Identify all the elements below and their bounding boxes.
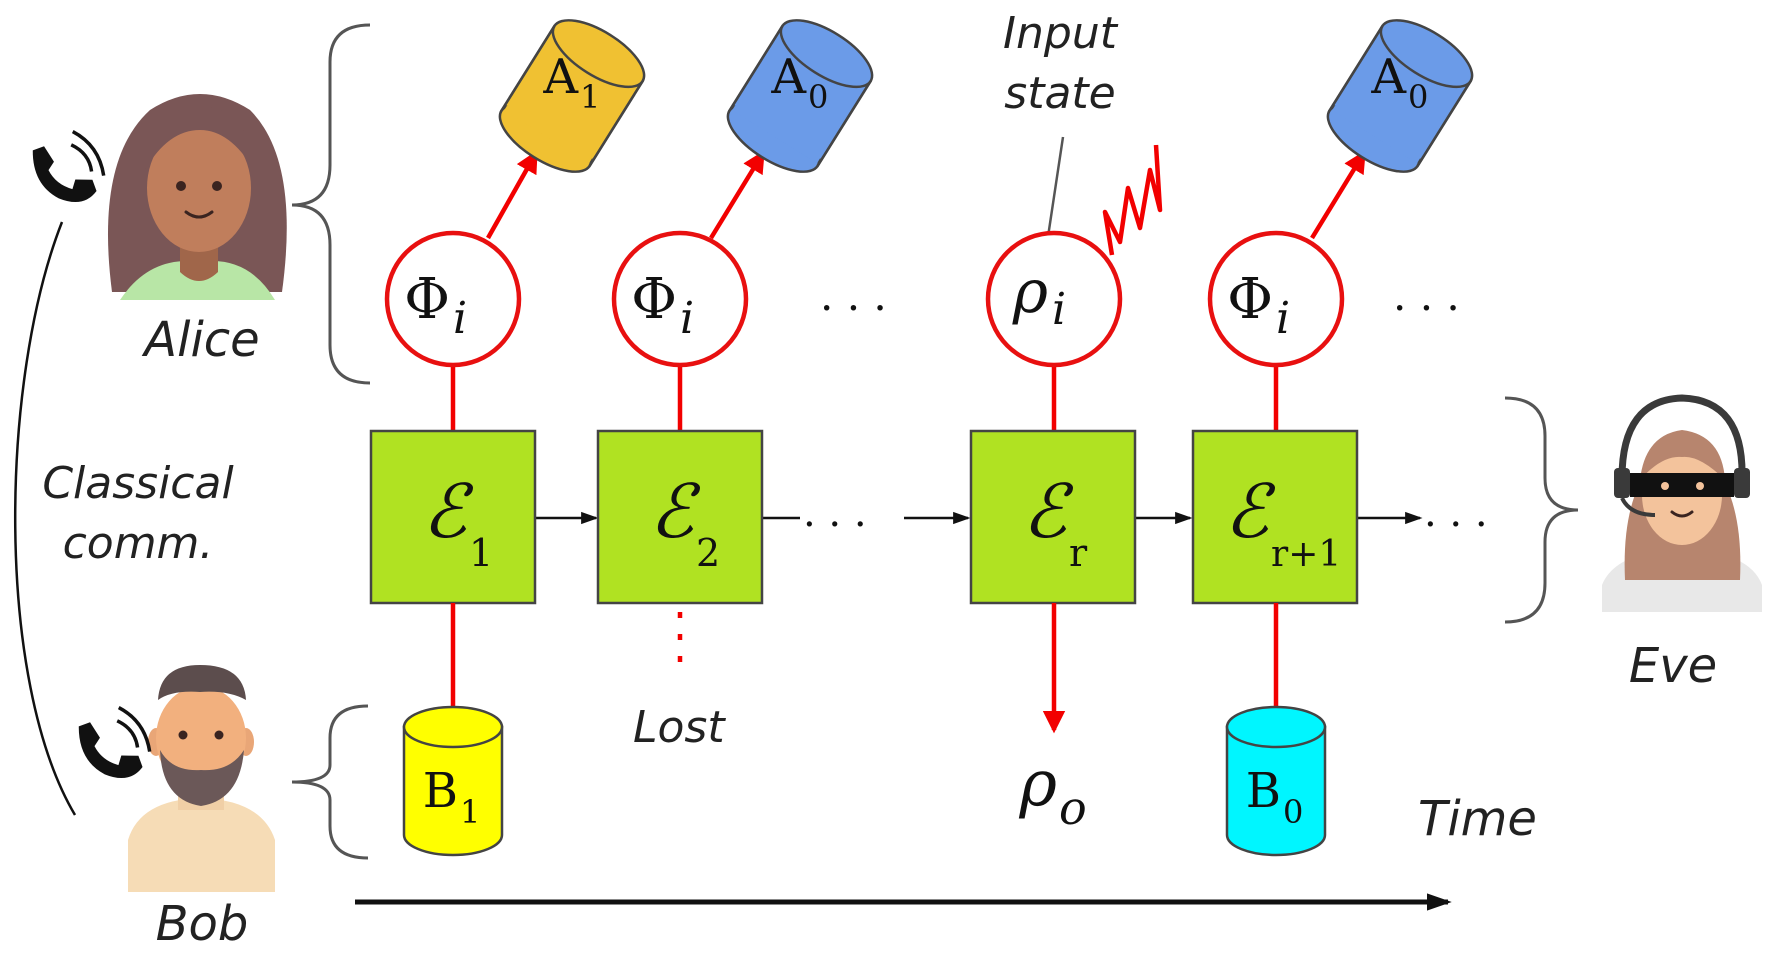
alice-ellipsis-2: . . . [1393, 271, 1460, 320]
svg-text:i: i [1052, 284, 1066, 335]
svg-text:r: r [1069, 531, 1088, 575]
alice-store-2-letter: A [770, 49, 807, 105]
alice-ellipsis-1: . . . [820, 271, 887, 320]
alice-store-3-letter: A [1370, 49, 1407, 105]
channel-box-2: ℰ 2 [596, 429, 764, 605]
svg-text:i: i [680, 293, 694, 344]
alice-brace [291, 23, 371, 385]
alice-store-3 [1326, 19, 1474, 173]
chain-ellipsis-2: . . . [1424, 490, 1488, 536]
svg-text:ℰ: ℰ [1224, 469, 1276, 555]
bob-store-2: B 0 [1225, 705, 1327, 857]
alice-store-1 [498, 19, 646, 173]
svg-text:0: 0 [1283, 793, 1303, 831]
classical-comm-label-1: Classical [42, 458, 234, 509]
classical-comm-label-2: comm. [63, 518, 214, 569]
phone-icon [78, 705, 152, 779]
svg-text:ℰ: ℰ [649, 469, 701, 555]
channel-box-r-plus-1: ℰ r+1 [1191, 429, 1359, 605]
channel-chain: . . . . . . [535, 490, 1488, 536]
channel-box-1: ℰ 1 [369, 429, 537, 605]
lost-label: Lost [633, 702, 726, 753]
alice-store-3-sub: 0 [1408, 78, 1428, 116]
svg-text:ρ: ρ [1018, 747, 1057, 821]
input-state-circle: ρ i [985, 230, 1123, 368]
alice-store-1-letter: A [542, 49, 579, 105]
measurement-circle-1: Φ i [384, 230, 522, 368]
svg-text:2: 2 [696, 531, 720, 575]
bob-store-1: B 1 [402, 705, 504, 857]
input-state-noise [1102, 144, 1163, 256]
alice-store-1-sub: 1 [580, 78, 600, 116]
phone-icon [32, 129, 106, 203]
alice-store-2 [726, 19, 874, 173]
eve-avatar-icon [1602, 394, 1762, 612]
svg-text:ℰ: ℰ [422, 469, 474, 555]
measurement-circle-3: Φ i [1207, 230, 1345, 368]
alice-label: Alice [141, 312, 259, 368]
svg-text:i: i [453, 293, 467, 344]
svg-text:Φ: Φ [404, 267, 450, 332]
input-state-label-1: Input [1003, 8, 1119, 59]
bob-brace [291, 704, 369, 860]
svg-text:ρ: ρ [1012, 257, 1048, 327]
svg-text:B: B [1246, 763, 1281, 819]
chain-ellipsis-1: . . . [803, 490, 867, 536]
svg-text:Φ: Φ [631, 267, 677, 332]
output-state: ρ o [1018, 747, 1086, 835]
svg-text:i: i [1276, 293, 1290, 344]
bob-label: Bob [156, 896, 249, 952]
svg-text:B: B [423, 763, 458, 819]
svg-text:1: 1 [469, 531, 493, 575]
channel-box-r: ℰ r [969, 429, 1137, 605]
classical-comm-line [14, 221, 77, 816]
svg-text:1: 1 [460, 793, 480, 831]
svg-text:Φ: Φ [1227, 267, 1273, 332]
measurement-circle-2: Φ i [611, 230, 749, 368]
alice-avatar-icon [107, 94, 287, 300]
measurement-connectors [450, 365, 1279, 430]
alice-store-arrows [486, 150, 1366, 240]
alice-store-2-sub: 0 [808, 78, 828, 116]
svg-text:r+1: r+1 [1271, 534, 1341, 575]
eve-brace [1504, 396, 1579, 624]
bob-arrows [441, 603, 1288, 734]
time-label: Time [1418, 791, 1537, 847]
eve-label: Eve [1629, 638, 1717, 694]
svg-text:ℰ: ℰ [1022, 469, 1074, 555]
svg-text:o: o [1059, 781, 1087, 835]
input-state-label-2: state [1004, 68, 1115, 119]
bob-avatar-icon [128, 665, 275, 892]
